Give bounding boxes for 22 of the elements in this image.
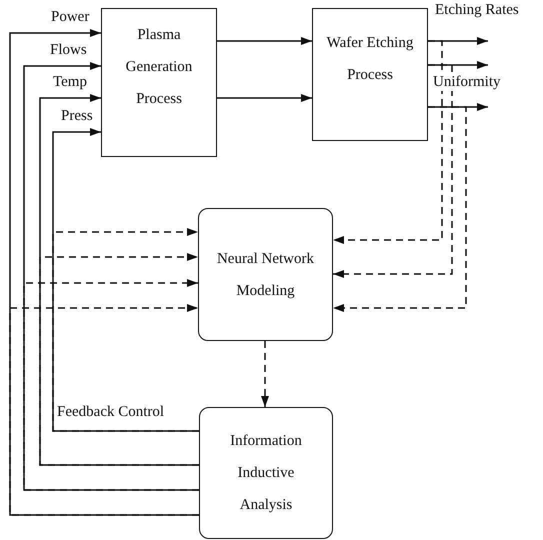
arrow: [9, 304, 199, 516]
process-box: [101, 8, 217, 157]
box-label: Plasma Generation Process: [124, 26, 194, 109]
arrow: [217, 37, 312, 45]
process-box: [312, 8, 428, 141]
arrow: [23, 279, 199, 491]
arrow: [52, 228, 199, 432]
arrow: [333, 40, 443, 244]
annotation-label: Feedback Control: [57, 404, 164, 421]
edge-label: Etching Rates: [434, 2, 520, 19]
arrow: [333, 106, 467, 312]
process-box: [198, 208, 333, 341]
arrow: [261, 341, 269, 407]
edge-label: Temp: [52, 74, 88, 91]
box-label: Neural Network Modeling: [216, 250, 316, 300]
box-label: Wafer Etching Process: [326, 34, 414, 85]
edge-label: Uniformity: [432, 74, 502, 91]
arrow: [333, 64, 453, 278]
process-box: [199, 407, 333, 539]
arrow: [39, 253, 199, 466]
arrow: [217, 94, 312, 102]
box-label: Information Inductive Analysis: [229, 432, 303, 515]
